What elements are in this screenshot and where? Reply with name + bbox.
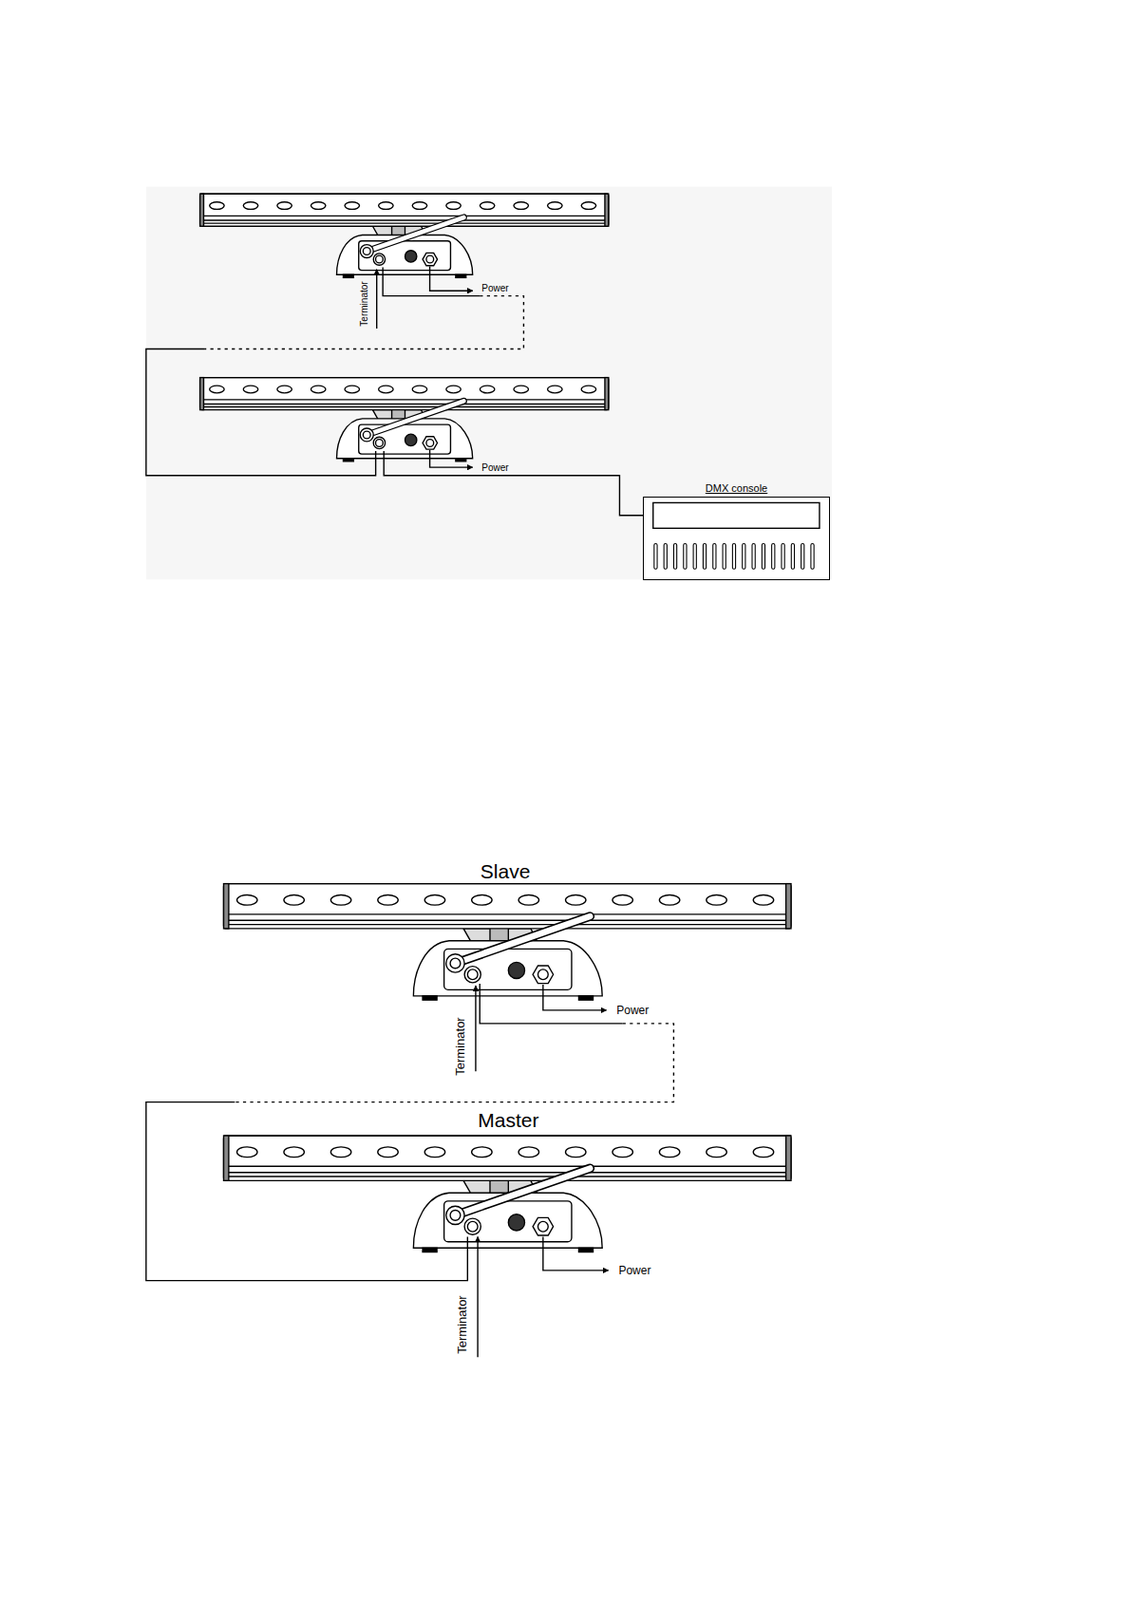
cable <box>479 983 623 1024</box>
power-label: Power <box>616 1004 649 1017</box>
unit-role-label: Slave <box>480 860 531 881</box>
power-label: Power <box>481 283 509 294</box>
cable <box>376 269 377 329</box>
dmx-console: DMX console <box>642 496 830 580</box>
led-bar-fixture <box>200 193 609 278</box>
terminator-label: Terminator <box>359 282 370 327</box>
cable <box>543 1236 609 1270</box>
console-title: DMX console <box>705 483 768 494</box>
power-label: Power <box>481 463 509 473</box>
console-face <box>642 496 830 580</box>
cable <box>146 349 377 476</box>
led-bar-fixture <box>224 1135 792 1253</box>
cable <box>430 450 473 468</box>
background-panel <box>146 187 832 581</box>
cable <box>474 985 476 1072</box>
cable <box>146 1102 469 1282</box>
power-label: Power <box>618 1264 651 1277</box>
cable <box>430 265 473 291</box>
cable <box>383 451 643 516</box>
cable <box>382 267 480 297</box>
led-bar-fixture <box>200 377 609 462</box>
cable <box>476 1236 478 1358</box>
cable <box>543 984 607 1011</box>
terminator-label: Terminator <box>454 1296 468 1355</box>
unit-role-label: Master <box>477 1110 539 1131</box>
led-bar-fixture <box>224 884 792 1001</box>
terminator-label: Terminator <box>452 1017 466 1075</box>
